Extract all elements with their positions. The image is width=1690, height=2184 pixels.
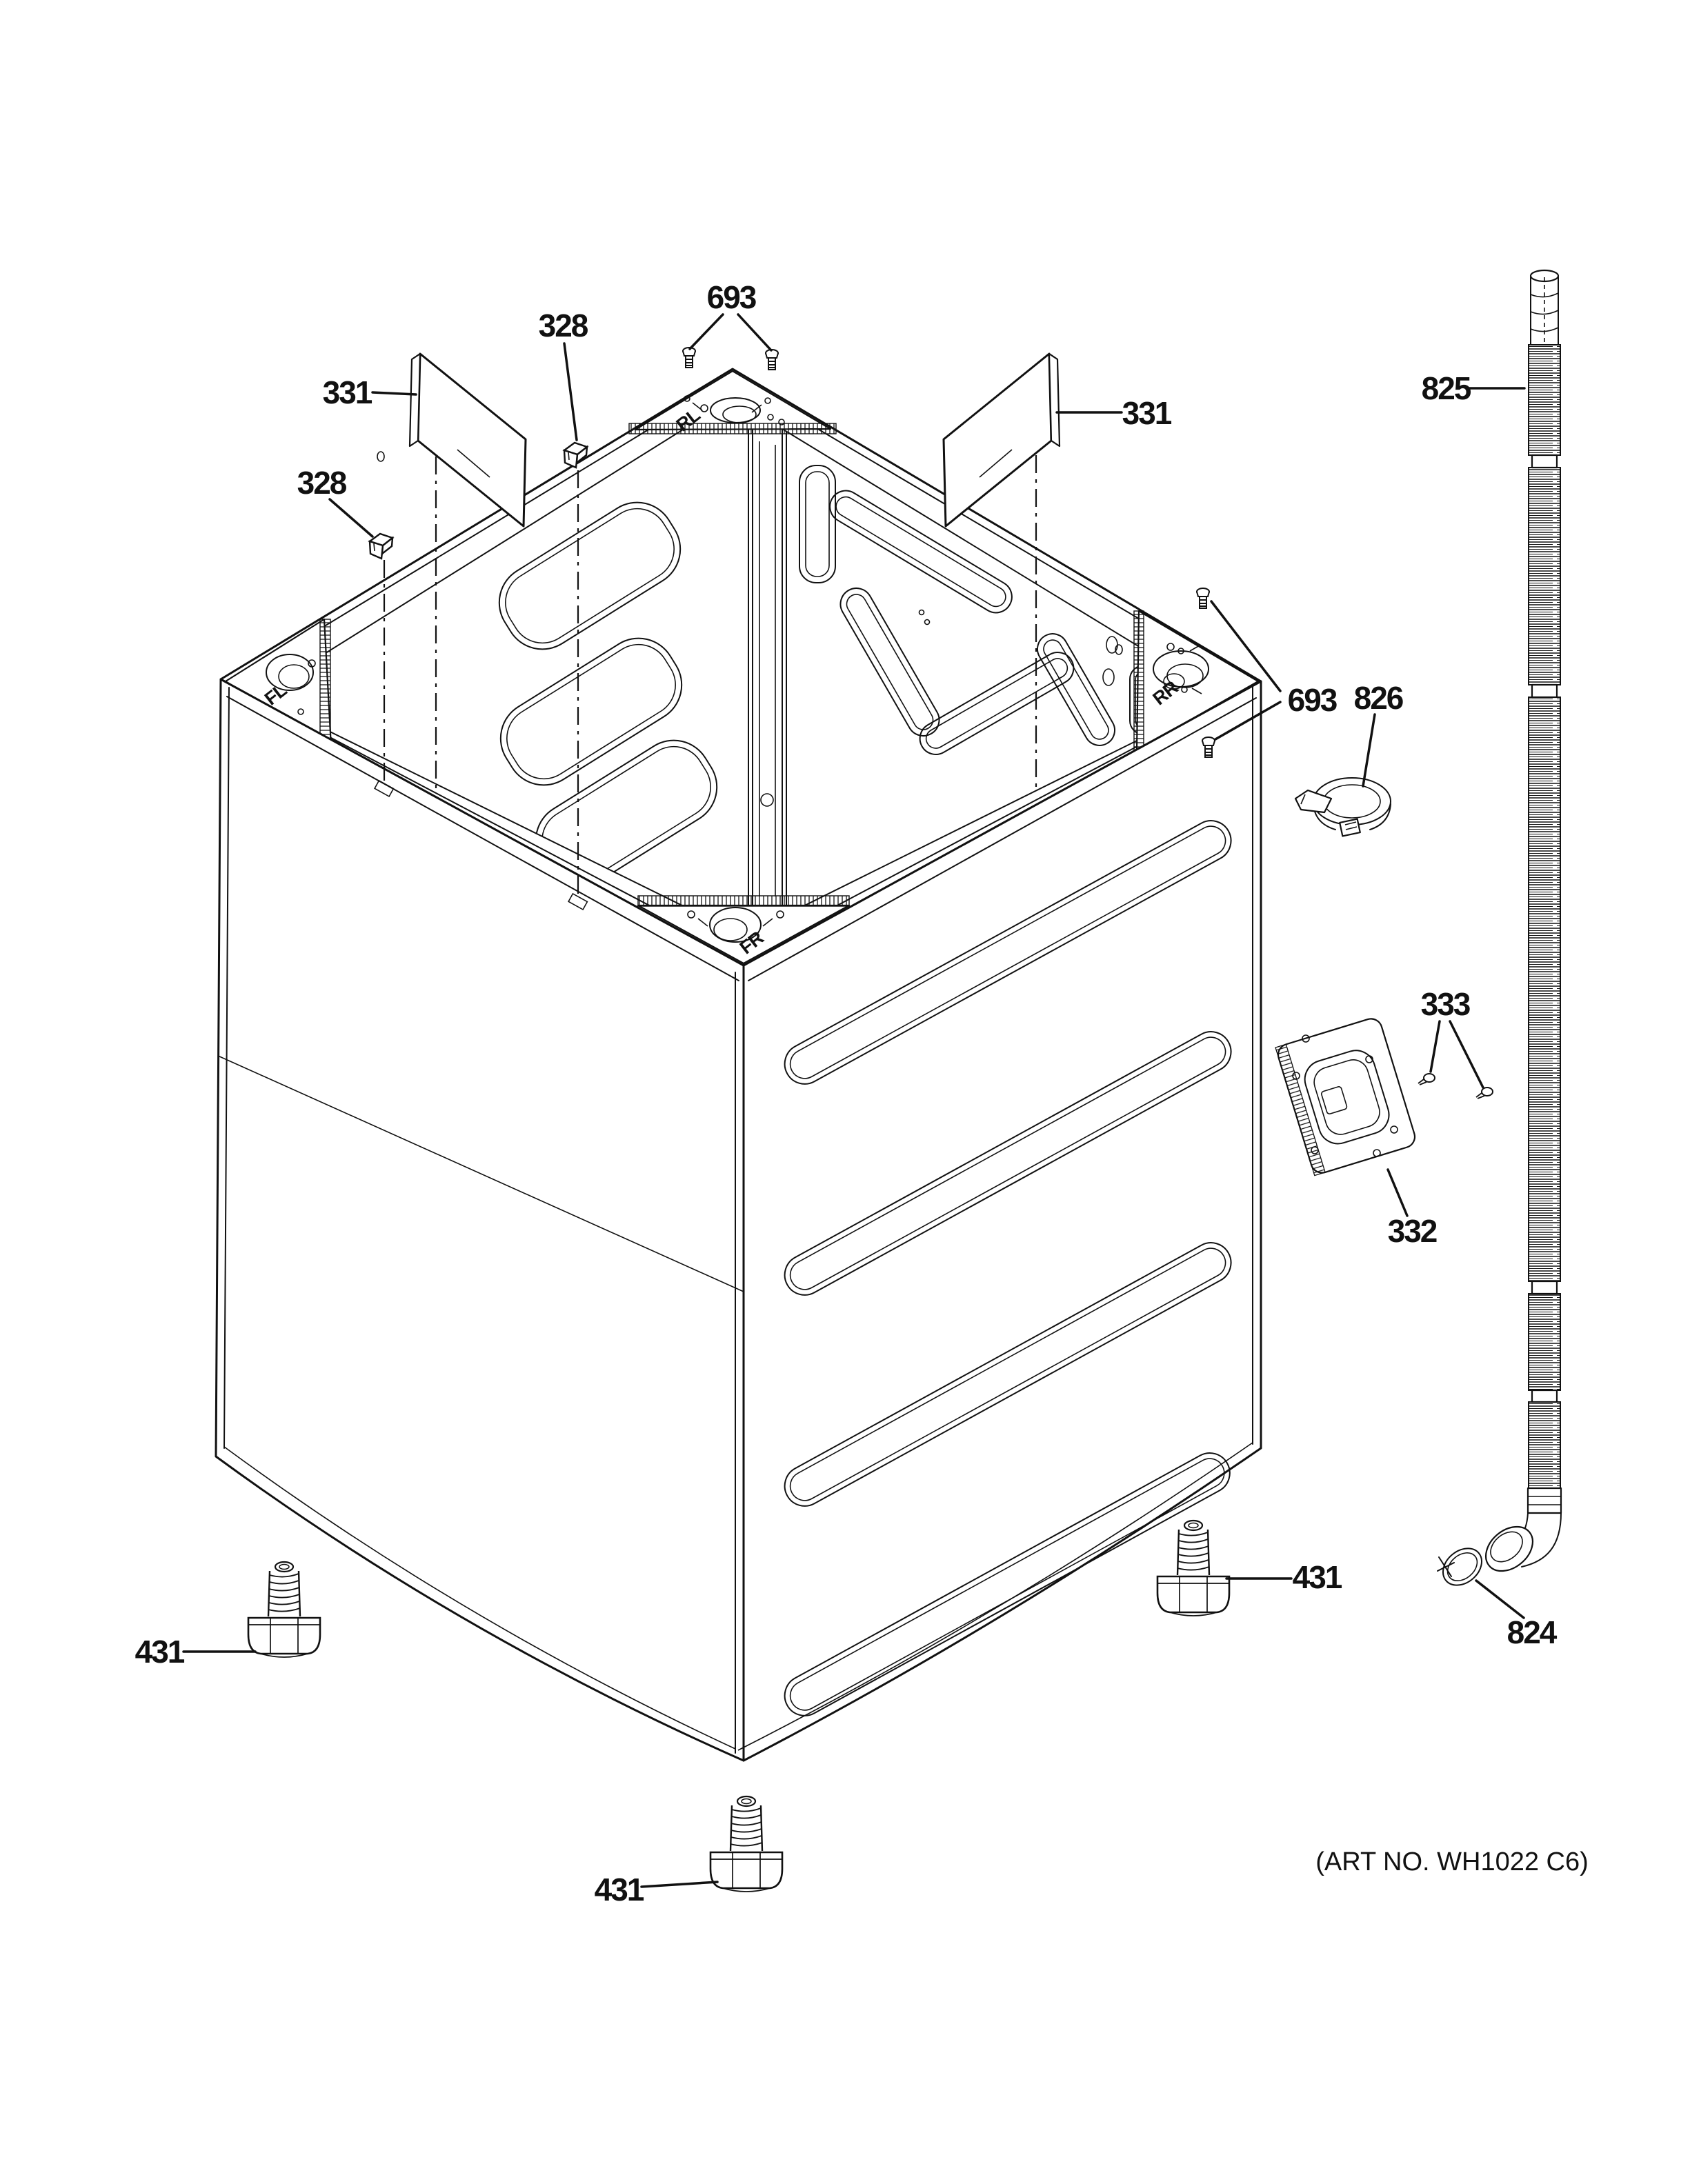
callout-826: 826 [1354,680,1403,716]
art-number: (ART NO. WH1022 C6) [1315,1847,1589,1876]
callout-328-top: 328 [539,308,588,343]
callout-431-front: 431 [595,1872,644,1907]
front-left-panel-face [215,678,745,1762]
vent-slot [784,1242,1232,1507]
callout-331-left: 331 [323,374,372,410]
assembly-drop-lines [383,455,1037,894]
vent-slot [784,1452,1231,1716]
callout-333: 333 [1421,986,1470,1022]
part-825-drain-hose [1485,269,1562,1572]
front-right-louvered-face [737,680,1262,1762]
callout-825: 825 [1422,370,1471,406]
callout-693-right: 693 [1288,682,1337,718]
gusset-rear-left: RL [628,370,837,435]
interior-rear-corner-channel [748,408,787,906]
callout-824: 824 [1507,1614,1558,1650]
gusset-rear-right: RR [1133,610,1260,752]
part-824-hose-clamp [1437,1547,1482,1586]
vent-slot [784,1031,1232,1296]
callout-328-left: 328 [297,465,347,501]
gusset-front-right: FR [637,895,851,965]
leader-lines [182,313,1526,1888]
callout-331-right: 331 [1122,395,1172,431]
callout-431-right: 431 [1293,1559,1342,1595]
part-332-access-cover [1275,1018,1416,1176]
callout-431-left: 431 [135,1634,185,1670]
callout-332: 332 [1388,1213,1437,1249]
callout-labels: 331 328 693 331 825 328 693 826 333 332 … [135,279,1559,1907]
cabinet-interior [498,408,1161,906]
part-331-panel-left [408,352,527,528]
part-826-hose-clamp [1294,777,1391,837]
part-331-panel-right [942,352,1061,528]
callout-693-top: 693 [707,279,756,315]
vent-slot [784,820,1232,1085]
cabinet-body: FL RL FR [215,368,1262,1762]
